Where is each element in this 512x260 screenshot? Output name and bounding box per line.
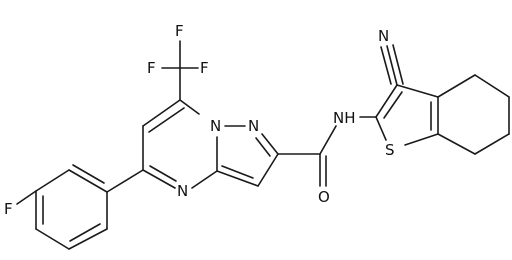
bond — [392, 44, 404, 85]
bond — [375, 84, 398, 118]
bond — [261, 133, 279, 155]
fluorophenyl-ring — [16, 164, 144, 250]
atom-label: NH — [333, 109, 356, 127]
atom-label: O — [318, 188, 330, 206]
bond — [383, 91, 403, 119]
bond — [386, 45, 398, 86]
bond — [221, 165, 254, 179]
bond — [148, 107, 185, 133]
bond — [257, 153, 279, 187]
bond — [474, 74, 510, 98]
bond — [142, 99, 181, 127]
tetrahydrobenzothiophene — [375, 74, 510, 155]
bond — [474, 133, 510, 155]
bond — [69, 223, 101, 242]
bond — [380, 46, 392, 85]
bond — [319, 125, 337, 155]
atom-label: S — [385, 141, 395, 159]
nitrile-group — [380, 44, 404, 86]
atom-label: N — [248, 117, 259, 135]
bond — [16, 190, 37, 205]
amide-group — [277, 116, 377, 187]
pyrazole-ring — [216, 125, 279, 187]
bond — [149, 165, 177, 182]
bond — [72, 164, 105, 184]
bond — [216, 170, 259, 187]
bond — [437, 133, 476, 155]
bond — [68, 169, 108, 193]
bond — [255, 137, 271, 157]
bond — [35, 169, 70, 192]
atom-label: F — [147, 59, 156, 77]
trifluoromethyl-group — [161, 40, 199, 101]
bond — [404, 133, 439, 146]
bond — [191, 170, 218, 189]
bond — [35, 228, 70, 250]
bond — [375, 116, 387, 141]
bond — [437, 74, 476, 98]
bond — [396, 84, 439, 98]
bond — [179, 99, 200, 115]
atom-label: F — [200, 59, 209, 77]
pyrimidine-ring — [142, 99, 218, 189]
atom-label: F — [4, 200, 13, 218]
atom-label: N — [177, 182, 188, 200]
atom-label: N — [378, 27, 389, 45]
bond — [106, 169, 144, 193]
atom-label: N — [210, 117, 221, 135]
bond — [142, 169, 176, 189]
atom-label: F — [175, 22, 184, 40]
bond — [68, 228, 108, 250]
